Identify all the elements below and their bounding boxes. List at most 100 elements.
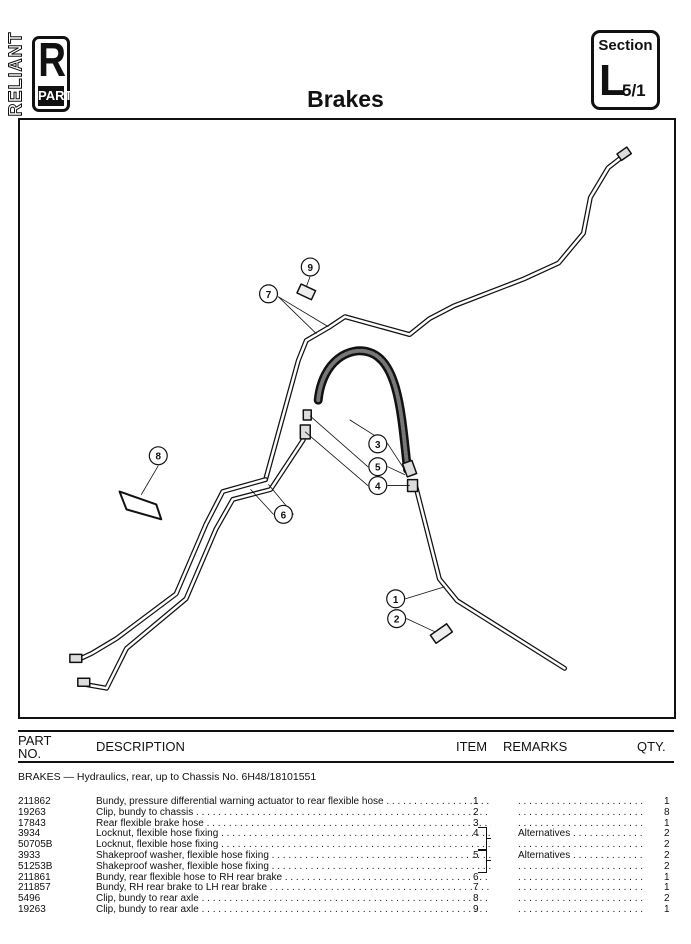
header-part-no: PART NO.	[18, 733, 52, 761]
section-number: 5/1	[622, 81, 646, 100]
table-row: 3933 Shakeproof washer, flexible hose fix…	[18, 850, 678, 861]
remarks	[518, 861, 644, 872]
table-row: 211862 Bundy, pressure differential warni…	[18, 796, 678, 807]
svg-text:8: 8	[155, 452, 161, 463]
exploded-diagram: 1 2 3 4 5 6 7 8 9	[18, 118, 676, 719]
remarks	[518, 807, 644, 818]
header-remarks: REMARKS	[503, 739, 568, 754]
page-title: Brakes	[307, 86, 384, 112]
callout-8: 8	[148, 446, 168, 466]
part-number: 5496	[18, 893, 41, 905]
description: Locknut, flexible hose fixing	[96, 828, 491, 839]
table-row: 211861 Bundy, rear flexible hose to RH re…	[18, 872, 678, 883]
quantity: 2	[664, 893, 670, 905]
callout-3: 3	[368, 434, 388, 454]
svg-text:5: 5	[375, 463, 381, 474]
callout-5: 5	[368, 457, 388, 477]
item-number: 2	[473, 806, 479, 818]
part-number: 3934	[18, 828, 41, 840]
quantity: 1	[664, 817, 670, 829]
svg-text:1: 1	[393, 595, 399, 606]
brake-pipe-drawing: 1 2 3 4 5 6 7 8 9	[69, 146, 633, 691]
part-number: 211861	[18, 871, 51, 883]
remarks	[518, 839, 644, 850]
table-row: 211857 Bundy, RH rear brake to LH rear br…	[18, 882, 678, 893]
description: Clip, bundy to rear axle	[96, 893, 491, 904]
callout-9: 9	[300, 257, 320, 277]
description: Locknut, flexible hose fixing	[96, 839, 491, 850]
quantity: 1	[664, 882, 670, 894]
clip-9	[296, 283, 317, 301]
remarks: Alternatives	[518, 850, 644, 861]
quantity: 1	[664, 871, 670, 883]
section-label: Section	[598, 37, 653, 54]
description: Bundy, rear flexible hose to RH rear bra…	[96, 872, 491, 883]
remarks	[518, 904, 644, 915]
item-number: 4	[473, 828, 479, 840]
pipe-6	[74, 437, 306, 691]
remarks	[518, 893, 644, 904]
quantity: 1	[664, 904, 670, 915]
callout-2: 2	[387, 609, 407, 629]
description: Rear flexible brake hose	[96, 818, 491, 829]
part-number: 3933	[18, 850, 41, 861]
item-number: 3	[473, 817, 479, 829]
table-top-rule	[18, 730, 674, 732]
callout-6: 6	[273, 504, 293, 524]
flexible-hose-3	[313, 346, 413, 475]
quantity: 2	[664, 839, 670, 851]
table-row: 50705B Locknut, flexible hose fixing 2	[18, 839, 678, 850]
callout-7: 7	[258, 284, 279, 304]
quantity: 2	[664, 828, 670, 840]
svg-text:9: 9	[307, 263, 313, 274]
quantity: 2	[664, 850, 670, 861]
alternatives-bracket-4	[478, 827, 491, 851]
description: Shakeproof washer, flexible hose fixing	[96, 850, 491, 861]
part-number: 19263	[18, 806, 46, 818]
alternatives-bracket-5	[478, 849, 491, 873]
svg-text:3: 3	[375, 440, 381, 451]
svg-text:2: 2	[394, 615, 400, 626]
quantity: 8	[664, 806, 670, 818]
pipe-1	[412, 479, 568, 671]
table-header-rule	[18, 761, 674, 763]
quantity: 1	[664, 796, 670, 807]
header-description: DESCRIPTION	[96, 739, 185, 754]
item-number: 8	[473, 893, 479, 905]
reliant-part-logo: R PART	[32, 34, 72, 112]
remarks: Alternatives	[518, 828, 644, 839]
section-letter: L	[599, 56, 626, 105]
item-number: 1	[473, 796, 479, 807]
callout-4: 4	[368, 476, 388, 496]
group-title: BRAKES — Hydraulics, rear, up to Chassis…	[18, 771, 317, 783]
description: Bundy, pressure differential warning act…	[96, 796, 491, 807]
description: Shakeproof washer, flexible hose fixing	[96, 861, 491, 872]
part-number: 211862	[18, 796, 51, 807]
part-number: 50705B	[18, 839, 53, 851]
remarks	[518, 882, 644, 893]
clip-8	[118, 490, 163, 521]
part-number: 211857	[18, 882, 51, 894]
callout-1: 1	[386, 589, 406, 609]
clip-2	[429, 623, 454, 645]
svg-text:6: 6	[281, 510, 287, 521]
pipe-7	[263, 151, 629, 483]
description: Bundy, RH rear brake to LH rear brake	[96, 882, 491, 893]
item-number: 5	[473, 850, 479, 861]
logo-sub: PART	[38, 86, 72, 106]
table-row: 17843 Rear flexible brake hose3 1	[18, 818, 678, 829]
remarks	[518, 872, 644, 883]
part-number: 17843	[18, 817, 46, 829]
svg-text:7: 7	[266, 290, 272, 301]
section-badge: Section L 5/1	[591, 30, 660, 110]
quantity: 2	[664, 860, 670, 872]
item-number: 9	[473, 904, 479, 915]
part-number: 19263	[18, 904, 46, 915]
item-number: 7	[473, 882, 479, 894]
logo-letter: R	[38, 34, 66, 87]
table-row: 3934 Locknut, flexible hose fixing4 Altern…	[18, 828, 678, 839]
